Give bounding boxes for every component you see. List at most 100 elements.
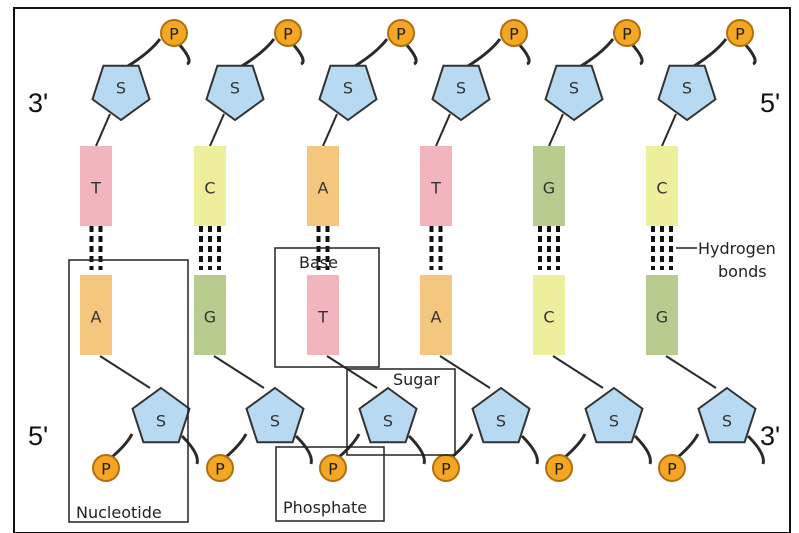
strand-end-top-left: 3' [28,88,48,118]
sugar-letter: S [230,79,240,98]
sugar-letter: S [682,79,692,98]
backbone-link [180,434,199,465]
backbone-link [176,42,191,66]
top-base-block [80,146,112,226]
top-base-letter: T [430,179,441,198]
backbone-link [520,434,539,465]
bottom-base-letter: A [431,308,442,327]
phosphate-circle [92,454,120,482]
top-base-letter: G [543,179,555,198]
top-base-block [194,146,226,226]
base-label: Base [299,253,338,272]
diagram-frame [13,7,791,533]
phosphate-circle [613,19,641,47]
phosphate-circle [658,454,686,482]
top-base-letter: C [204,179,215,198]
sugar-label: Sugar [393,370,440,389]
sugar-base-link [439,355,491,389]
sugar-letter: S [383,412,393,431]
sugar-base-link [326,355,378,389]
sugar-base-link [213,355,265,389]
phosphate-letter: P [169,25,179,44]
bottom-base-block [420,275,452,355]
backbone-link [629,42,644,66]
sugar-letter: S [609,412,619,431]
backbone-link [633,434,652,465]
phosphate-letter: P [554,460,564,479]
backbone-link [742,42,757,66]
nucleotide-box [68,259,189,523]
bottom-base-block [80,275,112,355]
sugar-base-link [435,113,451,147]
strand-end-bottom-right: 3' [760,421,780,451]
phosphate-letter: P [328,460,338,479]
sugar-letter: S [722,412,732,431]
sugar-pentagon [471,386,531,444]
top-base-letter: A [318,179,329,198]
hydrogen-bonds-label-line1: Hydrogen [698,239,776,258]
sugar-pentagon [245,386,305,444]
bottom-base-block [533,275,565,355]
top-backbone [95,38,757,147]
top-base-block [307,146,339,226]
bottom-base-letter: C [543,308,554,327]
phosphate-circle [726,19,754,47]
sugar-pentagon [131,386,191,444]
bottom-base-letter: G [656,308,668,327]
sugar-pentagon [358,386,418,444]
hydrogen-bonds [89,226,673,270]
phosphate-letter: P [509,25,519,44]
phosphate-circle [387,19,415,47]
phosphate-letter: P [283,25,293,44]
backbone-link [746,434,765,465]
backbone-link [294,434,313,465]
sugar-pentagon [657,64,717,122]
backbone-link [516,42,531,66]
top-base-block [533,146,565,226]
bottom-base-block [307,275,339,355]
strand-end-top-right: 5' [760,88,780,118]
sugar-base-link [95,113,111,147]
phosphate-letter: P [441,460,451,479]
bottom-base-letter: G [204,308,216,327]
phosphate-letter: P [101,460,111,479]
sugar-base-link [548,113,564,147]
sugar-letter: S [569,79,579,98]
top-base-block [420,146,452,226]
phosphate-circle [500,19,528,47]
sugar-box [346,368,456,456]
top-base-letter: C [656,179,667,198]
sugar-letter: S [270,412,280,431]
top-base-letter: T [90,179,101,198]
phosphate-circle [160,19,188,47]
sugar-base-link [661,113,677,147]
sugar-base-link [322,113,338,147]
backbone-link [403,42,418,66]
phosphate-box [275,446,385,522]
sugar-letter: S [456,79,466,98]
sugar-letter: S [156,412,166,431]
hydrogen-bonds-label-line2: bonds [718,262,767,281]
bottom-base-block [194,275,226,355]
phosphate-circle [206,454,234,482]
strand-end-bottom-left: 5' [28,421,48,451]
sugar-base-link [99,355,151,389]
phosphate-circle [319,454,347,482]
backbone-link [407,434,426,465]
top-base-block [646,146,678,226]
sugar-pentagon [544,64,604,122]
phosphate-circle [274,19,302,47]
sugar-base-link [552,355,604,389]
base-box [274,247,380,368]
sugar-base-link [665,355,717,389]
sugar-pentagon [205,64,265,122]
sugar-letter: S [116,79,126,98]
sugar-pentagon [584,386,644,444]
nucleotide-label: Nucleotide [76,503,162,522]
phosphate-letter: P [215,460,225,479]
sugar-pentagon [431,64,491,122]
